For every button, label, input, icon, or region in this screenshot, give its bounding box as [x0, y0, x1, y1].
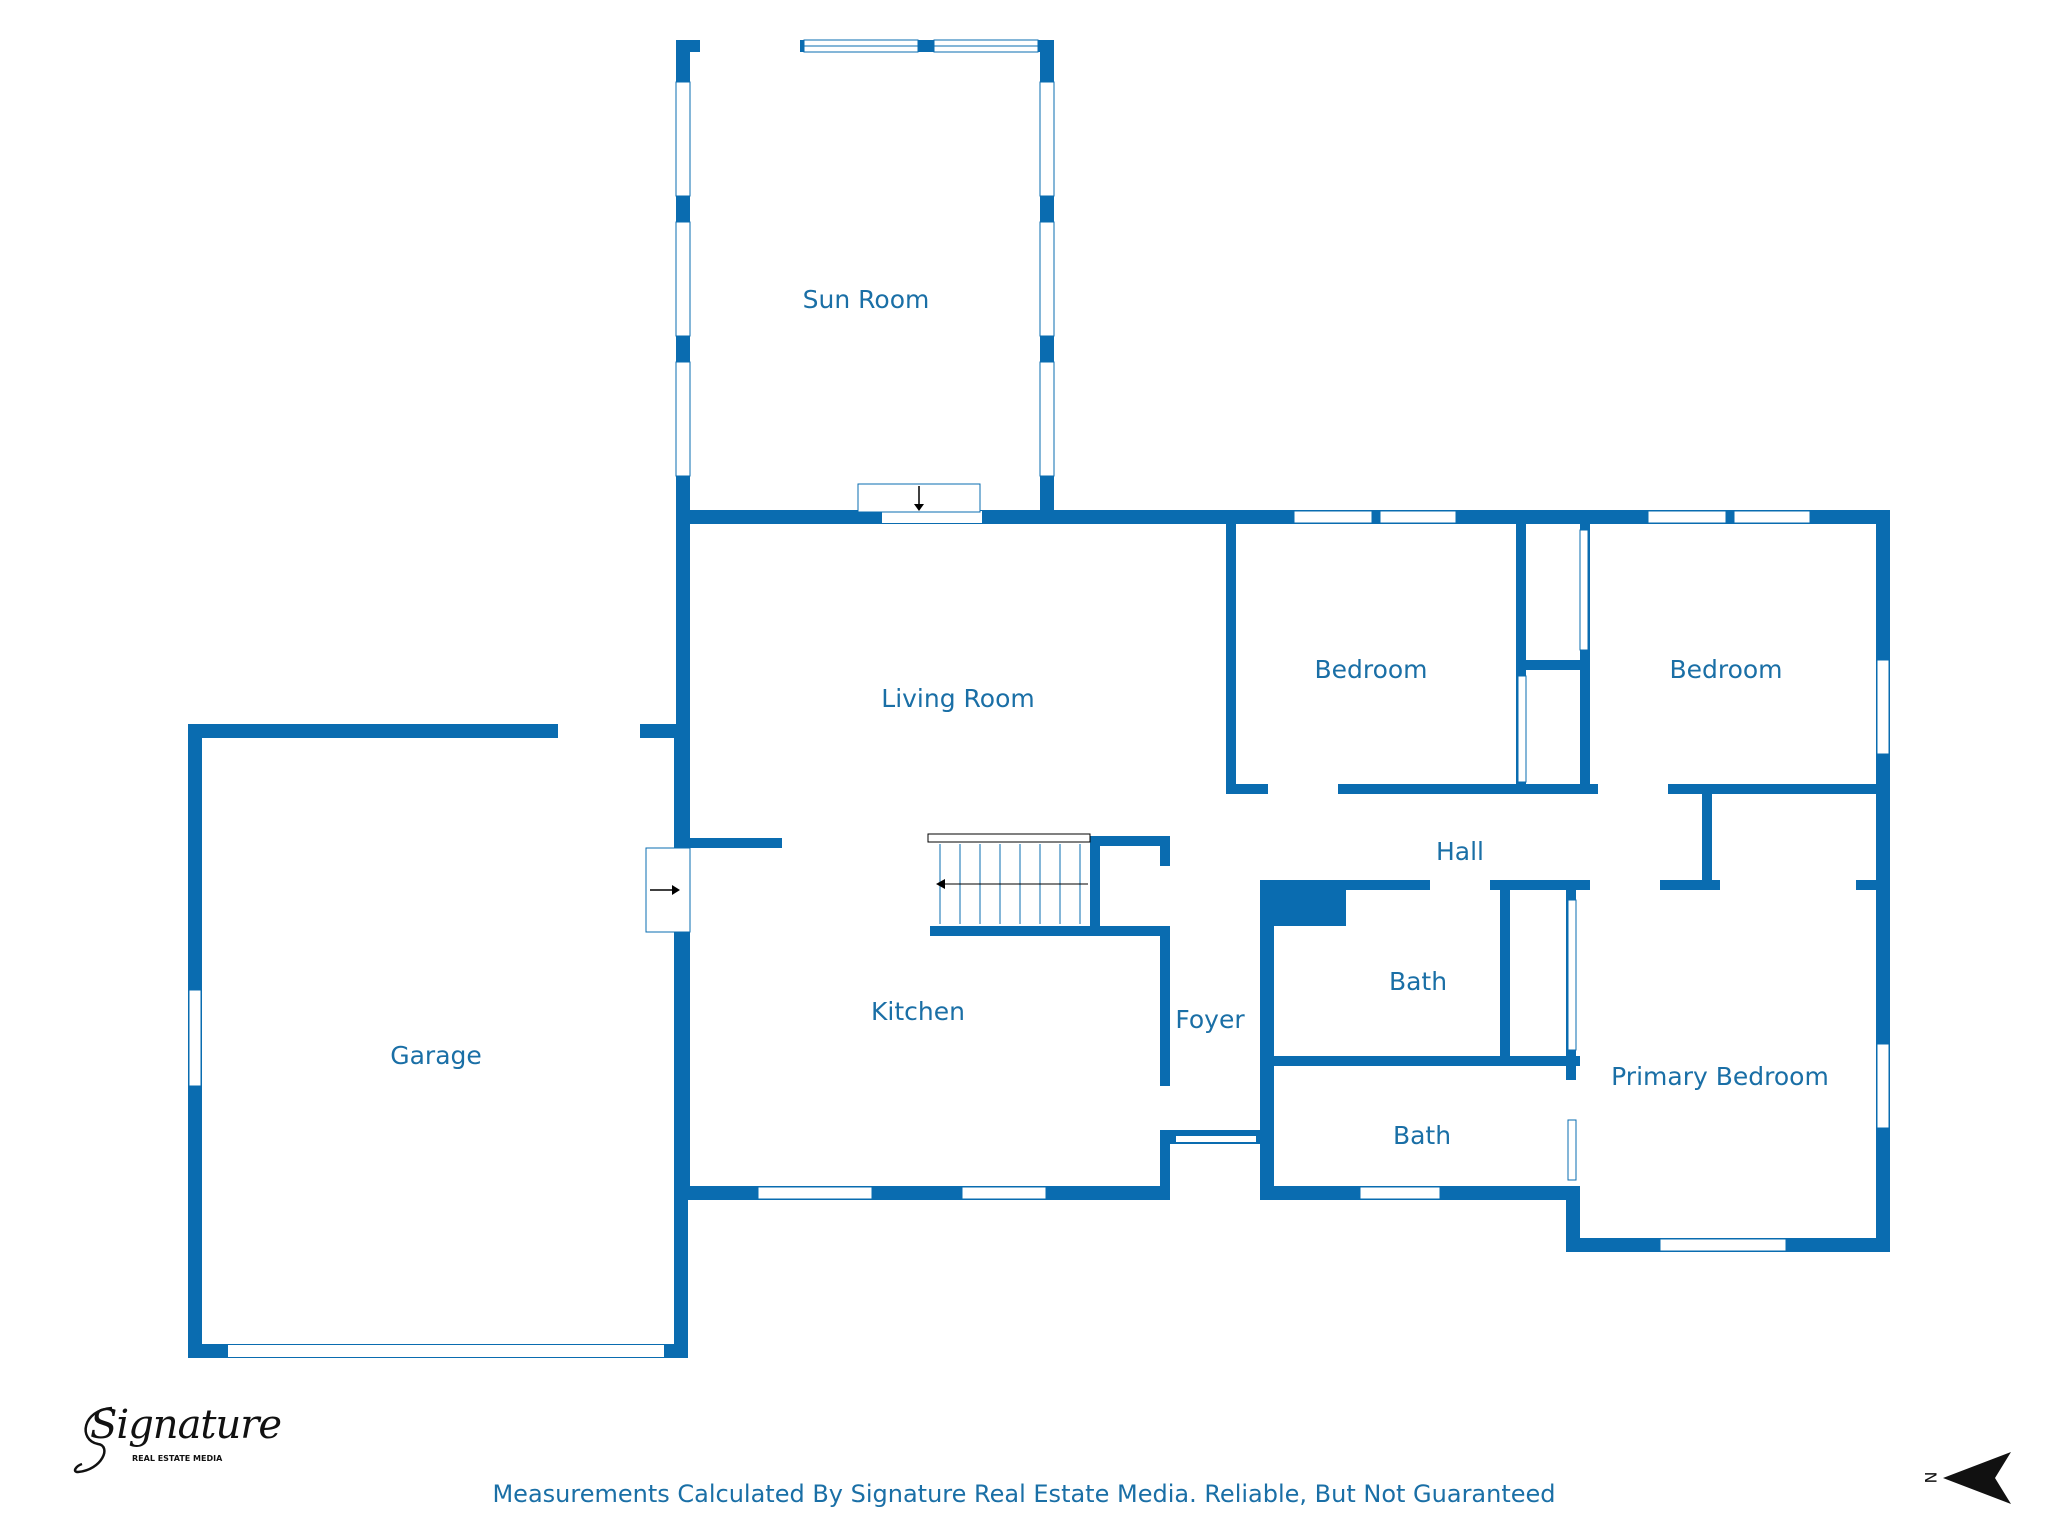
- room-label-primary-bedroom: Primary Bedroom: [1611, 1062, 1829, 1091]
- logo-subtitle: REAL ESTATE MEDIA: [132, 1454, 223, 1463]
- signature-swash-icon: [73, 1406, 113, 1474]
- north-arrow-icon: [1943, 1452, 2011, 1504]
- room-label-bedroom-1: Bedroom: [1314, 655, 1427, 684]
- sun-room-windows: [675, 39, 1055, 477]
- room-label-living-room: Living Room: [881, 684, 1034, 713]
- foyer-entry: [1170, 1130, 1260, 1144]
- room-label-sun-room: Sun Room: [803, 285, 930, 314]
- signature-logo: Signature REAL ESTATE MEDIA: [72, 1400, 282, 1480]
- garage-openings: [188, 724, 664, 1357]
- room-label-foyer: Foyer: [1175, 1005, 1245, 1034]
- room-label-kitchen: Kitchen: [871, 997, 965, 1026]
- north-compass: N: [1921, 1452, 2030, 1507]
- compass-north-label: N: [1921, 1471, 1941, 1484]
- staircase: [927, 833, 1091, 924]
- room-label-hall: Hall: [1436, 837, 1484, 866]
- garage-door: [645, 847, 691, 933]
- sun-room-door: [857, 483, 981, 513]
- room-label-bath-1: Bath: [1389, 967, 1447, 996]
- footer-disclaimer: Measurements Calculated By Signature Rea…: [492, 1480, 1556, 1508]
- interior-walls: [690, 524, 1890, 1200]
- interior-openings: [1160, 529, 1856, 1181]
- logo-wordmark: Signature: [90, 1402, 282, 1448]
- room-label-garage: Garage: [390, 1041, 482, 1070]
- main-windows: [757, 510, 1890, 1252]
- room-label-bath-2: Bath: [1393, 1121, 1451, 1150]
- sun-room-walls: [676, 40, 1054, 522]
- room-label-bedroom-2: Bedroom: [1669, 655, 1782, 684]
